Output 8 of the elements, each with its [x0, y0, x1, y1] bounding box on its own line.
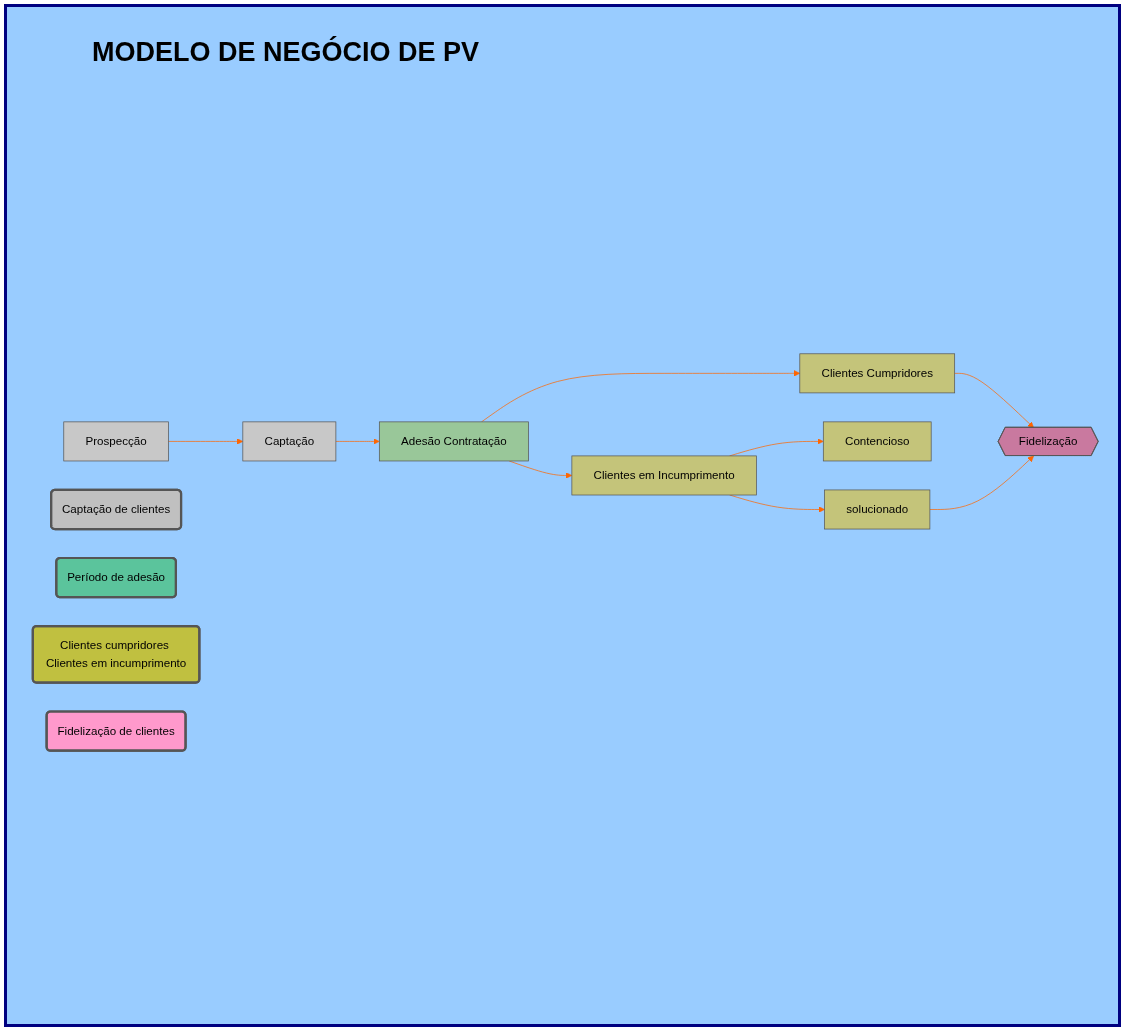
node-box: Adesão Contratação [378, 421, 529, 462]
node-box: Prospecção [63, 421, 169, 462]
node-box: Contencioso [822, 421, 932, 462]
node-box: Clientes Cumpridores [799, 353, 956, 394]
node-box: Clientes em Incumprimento [571, 455, 757, 496]
node-box: solucionado [824, 489, 931, 530]
node-box: Captação [242, 421, 337, 462]
diagram-title: MODELO DE NEGÓCIO DE PV [92, 37, 480, 68]
